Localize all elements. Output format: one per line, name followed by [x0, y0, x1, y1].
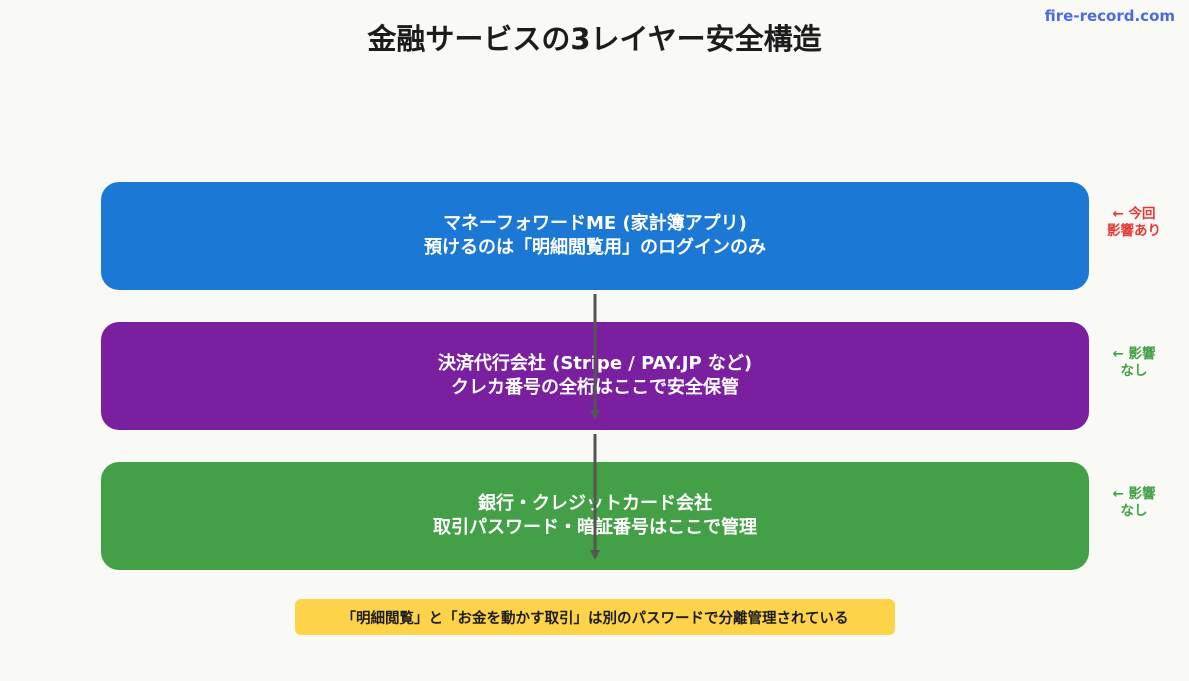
layer-box-bank-card-company: 銀行・クレジットカード会社 取引パスワード・暗証番号はここで管理: [101, 462, 1089, 570]
layer-2-title: 決済代行会社 (Stripe / PAY.JP など): [437, 353, 753, 374]
layer-2-description: クレカ番号の全桁はここで安全保管: [451, 377, 739, 398]
impact-1-line1: ← 今回: [1112, 206, 1156, 222]
layer-1-description: 預けるのは「明細閲覧用」のログインのみ: [424, 237, 766, 258]
impact-2-line1: ← 影響: [1112, 346, 1156, 362]
impact-1-line2: 影響あり: [1107, 223, 1161, 239]
impact-label-layer-1: ← 今回 影響あり: [1096, 206, 1172, 240]
page-title: 金融サービスの3レイヤー安全構造: [367, 22, 822, 56]
impact-label-layer-2: ← 影響 なし: [1096, 346, 1172, 380]
summary-note: 「明細閲覧」と「お金を動かす取引」は別のパスワードで分離管理されている: [295, 599, 895, 635]
layer-3-title: 銀行・クレジットカード会社: [478, 493, 712, 514]
layer-box-payment-processor: 決済代行会社 (Stripe / PAY.JP など) クレカ番号の全桁はここで…: [101, 322, 1089, 430]
layer-box-household-app: マネーフォワードME (家計簿アプリ) 預けるのは「明細閲覧用」のログインのみ: [101, 182, 1089, 290]
impact-3-line1: ← 影響: [1112, 486, 1156, 502]
site-watermark: fire-record.com: [1044, 7, 1175, 25]
layer-1-title: マネーフォワードME (家計簿アプリ): [443, 213, 747, 234]
impact-label-layer-3: ← 影響 なし: [1096, 486, 1172, 520]
layer-3-description: 取引パスワード・暗証番号はここで管理: [433, 517, 757, 538]
impact-2-line2: なし: [1120, 363, 1148, 379]
impact-3-line2: なし: [1120, 503, 1148, 519]
